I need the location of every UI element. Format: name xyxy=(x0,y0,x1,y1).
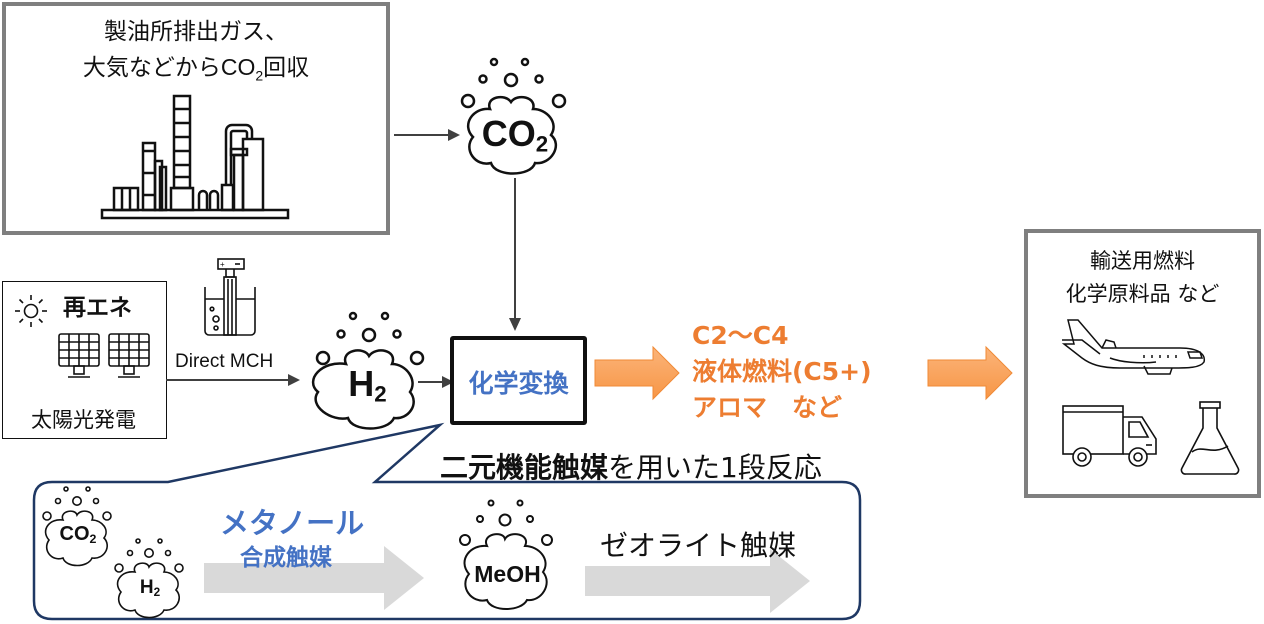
meoh-cloud-icon xyxy=(459,499,553,610)
arrow-renewable-to-h2 xyxy=(166,374,300,386)
airplane-icon xyxy=(1061,319,1206,375)
source-line2-post: 回収 xyxy=(263,55,310,81)
methanol-catalyst-line1: メタノール xyxy=(220,506,365,540)
source-line2: 大気などからCO2回収 xyxy=(0,48,392,84)
small-h2-sub: 2 xyxy=(153,585,161,599)
truck-icon xyxy=(1062,405,1157,467)
co2-cloud-icon xyxy=(460,57,567,175)
products-line1: C2～C4 xyxy=(692,321,789,350)
solar-panel-icon xyxy=(108,333,150,378)
flask-icon xyxy=(1180,401,1240,475)
callout-heading-bold: 二元機能触媒 xyxy=(440,451,609,484)
h2-cloud-icon xyxy=(311,311,425,430)
svg-text:+: + xyxy=(220,260,225,269)
co2-sub: 2 xyxy=(535,131,549,157)
conversion-label: 化学変換 xyxy=(468,369,569,398)
sun-icon xyxy=(15,295,47,327)
co2-source-box xyxy=(2,2,390,235)
methanol-catalyst-line2: 合成触媒 xyxy=(240,545,332,571)
meoh-label: MeOH xyxy=(474,561,541,587)
small-co2-cloud-icon xyxy=(42,486,112,567)
arrow-h2-to-conversion xyxy=(418,376,454,388)
h2-main: H xyxy=(348,363,375,404)
h2-sub: 2 xyxy=(374,381,387,407)
orange-arrow-to-uses xyxy=(927,345,1013,401)
small-h2-main: H xyxy=(139,577,154,598)
co2-cloud-label: CO2 xyxy=(455,113,575,158)
uses-line1: 輸送用燃料 xyxy=(1090,249,1195,273)
gray-arrow-zeolite xyxy=(585,549,810,613)
small-co2-label: CO2 xyxy=(40,523,116,546)
refinery-icon xyxy=(100,94,290,220)
orange-arrow-to-products xyxy=(594,345,680,401)
h2-cloud-label: H2 xyxy=(320,363,415,408)
callout-heading: 二元機能触媒を用いた1段反応 xyxy=(440,446,822,486)
arrow-source-to-co2 xyxy=(394,129,460,141)
electrolysis-cell-icon: + xyxy=(204,258,256,336)
products-line3: アロマ など xyxy=(692,393,843,422)
products-line2: 液体燃料(C5+) xyxy=(692,357,872,386)
source-line2-sub: 2 xyxy=(255,67,264,84)
gray-arrow-methanol-synthesis xyxy=(204,546,424,610)
callout-heading-rest: を用いた1段反応 xyxy=(608,451,822,484)
small-h2-cloud-icon xyxy=(114,538,184,619)
small-co2-sub: 2 xyxy=(89,532,97,547)
renewable-caption: 太陽光発電 xyxy=(31,408,136,432)
source-line2-co: CO xyxy=(220,54,256,80)
chemical-conversion-box xyxy=(450,336,587,425)
small-co2-main: CO xyxy=(59,523,90,545)
source-line1: 製油所排出ガス、 xyxy=(104,19,288,45)
source-line2-pre: 大気などから xyxy=(82,55,221,81)
renewable-title: 再エネ xyxy=(63,295,132,321)
zeolite-catalyst-label: ゼオライト触媒 xyxy=(600,529,797,562)
solar-panel-icon xyxy=(58,333,100,378)
co2-main: CO xyxy=(481,113,536,154)
small-h2-label: H2 xyxy=(112,577,188,599)
electrolysis-label: Direct MCH xyxy=(175,351,274,372)
uses-line2: 化学原料品 など xyxy=(1065,282,1220,306)
arrow-co2-to-conversion xyxy=(509,178,521,331)
